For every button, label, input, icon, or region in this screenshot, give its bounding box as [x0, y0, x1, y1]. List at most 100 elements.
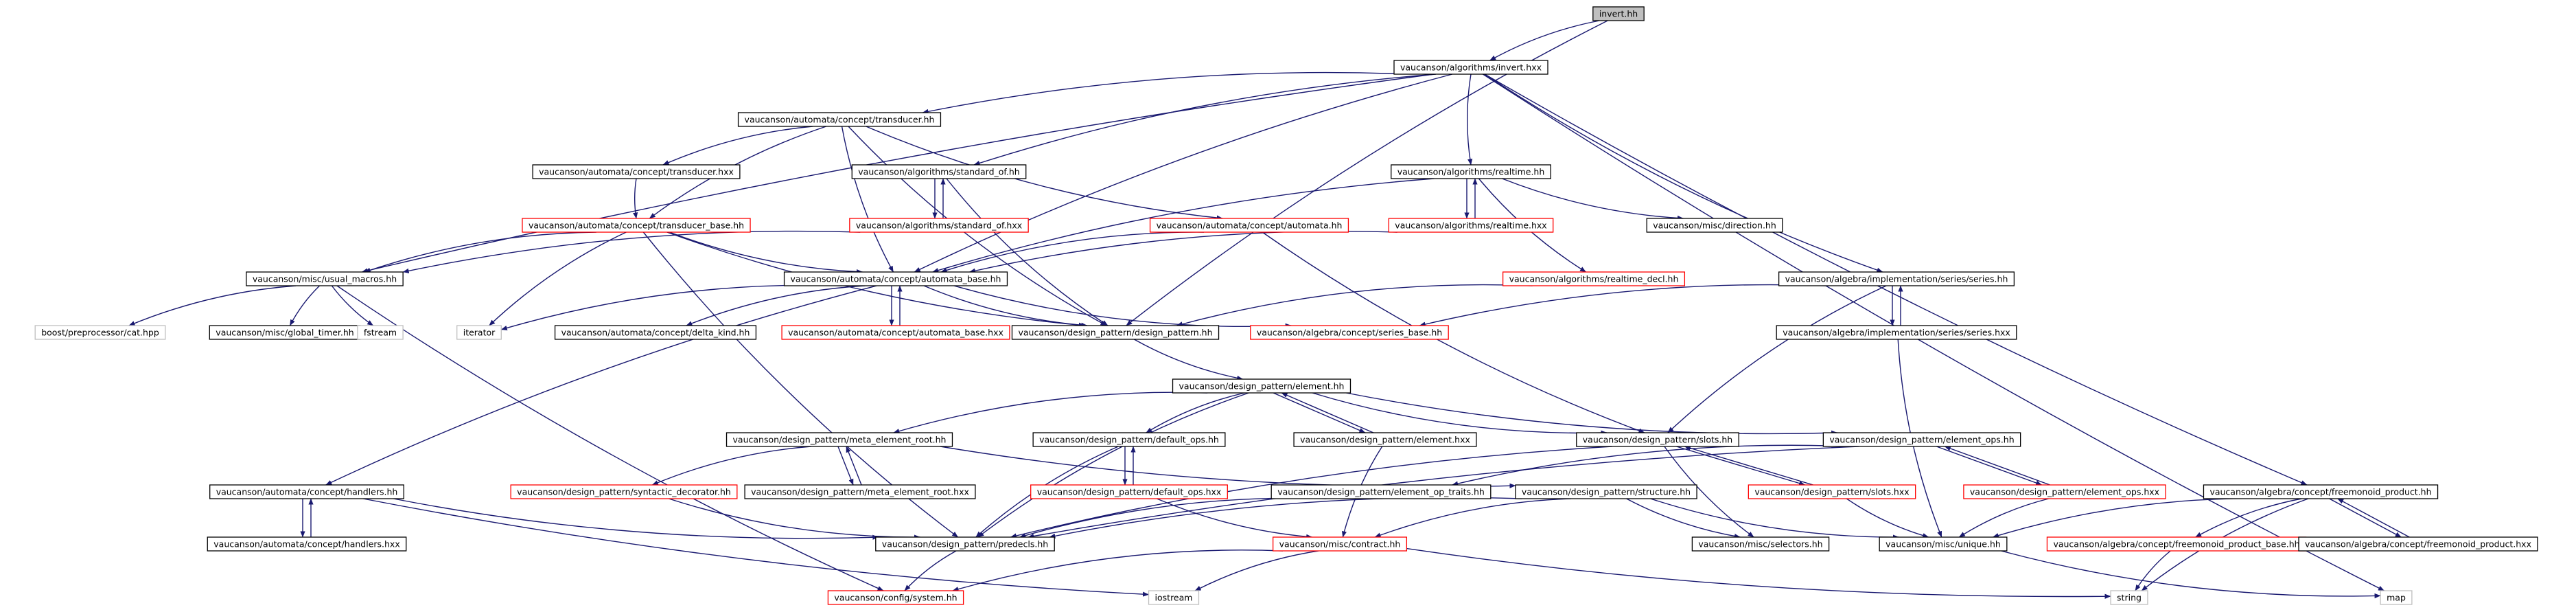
edge-alg-invert-hxx-to-standard-of-hh [973, 73, 1437, 166]
node-invert-hh[interactable]: invert.hh [1592, 6, 1645, 21]
node-selectors-hh[interactable]: vaucanson/misc/selectors.hh [1691, 536, 1830, 552]
node-element-hxx[interactable]: vaucanson/design_pattern/element.hxx [1293, 432, 1477, 447]
node-transducer-hh[interactable]: vaucanson/automata/concept/transducer.hh [737, 112, 942, 127]
dependency-edge [2337, 498, 2410, 538]
dependency-edge [1944, 446, 2050, 486]
node-slots-hxx[interactable]: vaucanson/design_pattern/slots.hxx [1748, 484, 1916, 499]
node-label: vaucanson/automata/concept/transducer.hx… [539, 167, 734, 177]
node-string[interactable]: string [2110, 590, 2148, 605]
node-boost-cat[interactable]: boost/preprocessor/cat.hpp [34, 325, 166, 340]
node-label: vaucanson/design_pattern/syntactic_decor… [517, 487, 731, 497]
edge-element-ops-hxx-to-unique-hh [1958, 498, 2049, 538]
node-predecls-hh[interactable]: vaucanson/design_pattern/predecls.hh [875, 536, 1055, 552]
node-handlers-hxx[interactable]: vaucanson/automata/concept/handlers.hxx [207, 536, 407, 552]
node-box [2380, 590, 2413, 605]
node-element-ops-hh[interactable]: vaucanson/design_pattern/element_ops.hh [1822, 432, 2021, 447]
node-handlers-hh[interactable]: vaucanson/automata/concept/handlers.hh [209, 484, 404, 499]
node-freemonoid-product-hh[interactable]: vaucanson/algebra/concept/freemonoid_pro… [2203, 484, 2439, 499]
node-series-hxx[interactable]: vaucanson/algebra/implementation/series/… [1776, 325, 2017, 340]
node-box [34, 325, 166, 340]
node-unique-hh[interactable]: vaucanson/misc/unique.hh [1879, 536, 2008, 552]
edge-freemonoid-product-hh-to-freemonoid-product-hxx [2329, 498, 2402, 538]
edge-automata-hh-to-automata-base-hh [940, 231, 1204, 273]
node-label: string [2117, 593, 2142, 603]
dependency-edge [904, 550, 957, 591]
node-standard-of-hh[interactable]: vaucanson/algorithms/standard_of.hh [851, 164, 1027, 179]
node-box [783, 271, 1008, 286]
node-fstream[interactable]: fstream [357, 325, 404, 340]
node-direction-hh[interactable]: vaucanson/misc/direction.hh [1646, 218, 1783, 233]
node-label: vaucanson/design_pattern/element.hh [1179, 381, 1345, 392]
node-transducer-hxx[interactable]: vaucanson/automata/concept/transducer.hx… [532, 164, 741, 179]
node-automata-hh[interactable]: vaucanson/automata/concept/automata.hh [1149, 218, 1349, 233]
dependency-edge [1452, 444, 1851, 486]
node-box [1388, 218, 1554, 233]
dependency-edge [932, 178, 1435, 273]
node-default-ops-hxx[interactable]: vaucanson/design_pattern/default_ops.hxx [1030, 484, 1228, 499]
dependency-edge [362, 498, 1149, 597]
node-default-ops-hh[interactable]: vaucanson/design_pattern/default_ops.hh [1032, 432, 1226, 447]
node-contract-hh[interactable]: vaucanson/misc/contract.hh [1272, 536, 1408, 552]
node-series-base-hh[interactable]: vaucanson/algebra/concept/series_base.hh [1250, 325, 1449, 340]
dependency-edge [841, 126, 894, 273]
node-automata-base-hh[interactable]: vaucanson/automata/concept/automata_base… [783, 271, 1008, 286]
edge-transducer-hxx-to-transducer-base-hh [633, 178, 638, 219]
node-meta-element-root-hxx[interactable]: vaucanson/design_pattern/meta_element_ro… [744, 484, 976, 499]
node-realtime-decl-hh[interactable]: vaucanson/algorithms/realtime_decl.hh [1502, 271, 1686, 286]
node-global-timer-hh[interactable]: vaucanson/misc/global_timer.hh [209, 325, 361, 340]
node-label: vaucanson/algebra/implementation/series/… [1783, 328, 2010, 338]
node-box [1576, 432, 1739, 447]
node-element-hh[interactable]: vaucanson/design_pattern/element.hh [1172, 378, 1351, 394]
node-label: vaucanson/design_pattern/default_ops.hh [1039, 435, 1219, 445]
node-box [357, 325, 404, 340]
dependency-edge [325, 285, 877, 486]
node-map[interactable]: map [2380, 590, 2413, 605]
dependency-edge [669, 498, 921, 540]
edge-alg-invert-hxx-to-realtime-hh [1467, 73, 1473, 166]
node-slots-hh[interactable]: vaucanson/design_pattern/slots.hh [1576, 432, 1739, 447]
node-box [522, 218, 751, 233]
dependency-edge [1484, 73, 2308, 486]
node-series-hh[interactable]: vaucanson/algebra/implementation/series/… [1778, 271, 2015, 286]
edge-realtime-decl-hh-to-design-pattern-hh [1176, 284, 1533, 327]
node-iterator[interactable]: iterator [456, 325, 502, 340]
node-design-pattern-hh[interactable]: vaucanson/design_pattern/design_pattern.… [1011, 325, 1220, 340]
edge-design-pattern-hh-to-element-hh [1133, 339, 1244, 381]
node-element-ops-hxx[interactable]: vaucanson/design_pattern/element_ops.hxx [1963, 484, 2166, 499]
node-freemonoid-product-hxx[interactable]: vaucanson/algebra/concept/freemonoid_pro… [2298, 536, 2538, 552]
node-syntactic-decorator-hh[interactable]: vaucanson/design_pattern/syntactic_decor… [510, 484, 738, 499]
dependency-edge [686, 285, 866, 326]
node-automata-base-hxx[interactable]: vaucanson/automata/concept/automata_base… [781, 325, 1010, 340]
edge-automata-base-hh-to-delta-kind-hh [686, 285, 866, 326]
dependency-edge [1194, 550, 1319, 591]
node-element-op-traits-hh[interactable]: vaucanson/design_pattern/element_op_trai… [1270, 484, 1492, 499]
node-iostream[interactable]: iostream [1148, 590, 1200, 605]
edge-element-hh-to-predecls-hh [977, 392, 1249, 538]
node-system-hh[interactable]: vaucanson/config/system.hh [827, 590, 964, 605]
edge-invert-hh-to-design-pattern-hh [1126, 20, 1608, 326]
node-realtime-hxx[interactable]: vaucanson/algorithms/realtime.hxx [1388, 218, 1554, 233]
dependency-edge [128, 285, 297, 326]
edge-element-ops-hxx-to-element-ops-hh [1944, 446, 2050, 486]
dependency-edge [940, 446, 1516, 488]
node-box [1393, 60, 1548, 75]
edge-alg-invert-hxx-to-map [1483, 73, 2384, 591]
dependency-edge [846, 446, 862, 486]
node-realtime-hh[interactable]: vaucanson/algorithms/realtime.hh [1391, 164, 1551, 179]
node-delta-kind-hh[interactable]: vaucanson/automata/concept/delta_kind.hh [554, 325, 757, 340]
node-structure-hh[interactable]: vaucanson/design_pattern/structure.hh [1515, 484, 1697, 499]
edge-automata-base-hh-to-series-base-hh [953, 285, 1292, 328]
edge-element-ops-hh-to-predecls-hh [1028, 446, 1859, 539]
node-usual-macros-hh[interactable]: vaucanson/misc/usual_macros.hh [246, 271, 404, 286]
node-meta-element-root-hh[interactable]: vaucanson/design_pattern/meta_element_ro… [726, 432, 953, 447]
node-alg-invert-hxx[interactable]: vaucanson/algorithms/invert.hxx [1393, 60, 1548, 75]
node-freemonoid-product-base-hh[interactable]: vaucanson/algebra/concept/freemonoid_pro… [2046, 536, 2307, 552]
node-box [875, 536, 1055, 552]
edge-predecls-hh-to-system-hh [904, 550, 957, 591]
edge-transducer-hh-to-design-pattern-hh [848, 126, 1107, 326]
dependency-edge [1262, 231, 1645, 433]
dependency-edge [1126, 20, 1608, 326]
edge-alg-invert-hxx-to-automata-base-hh [914, 73, 1452, 273]
node-transducer-base-hh[interactable]: vaucanson/automata/concept/transducer_ba… [522, 218, 751, 233]
node-standard-of-hxx[interactable]: vaucanson/algorithms/standard_of.hxx [849, 218, 1029, 233]
